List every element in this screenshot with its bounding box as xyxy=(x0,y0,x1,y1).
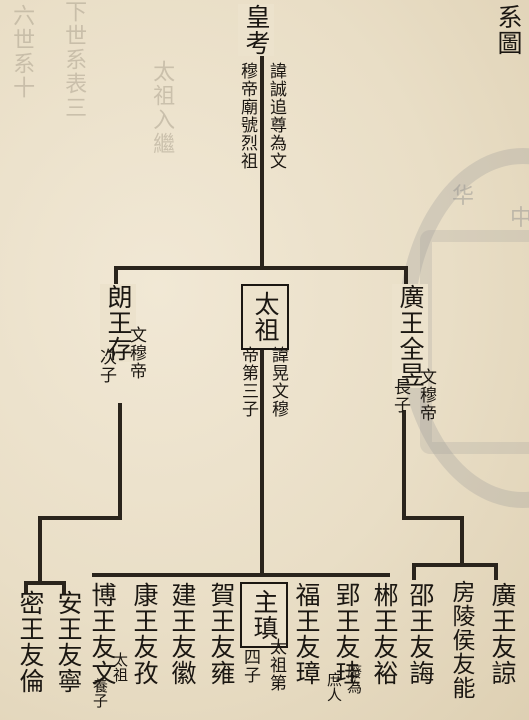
gen3-center-person: 康王友孜 xyxy=(130,582,159,686)
root-name: 皇考 xyxy=(238,4,274,56)
root-note-2: 穆帝廟號烈祖 xyxy=(237,62,257,170)
bleed-through-text: 太祖入繼 xyxy=(149,60,175,156)
chart-title: 系圖 xyxy=(494,4,523,56)
gen3-center-note: 廢為 xyxy=(345,664,363,694)
gen3-right-person: 廣王友諒 xyxy=(488,582,517,686)
gen2-center-note-1: 諱晃文穆 xyxy=(268,346,288,418)
gen3-center-note: 養子 xyxy=(91,678,109,708)
gen3-center-note: 四子 xyxy=(240,648,260,684)
gen3-center-person: 賀王友雍 xyxy=(207,582,236,686)
gen2-right-order: 長子 xyxy=(390,378,410,414)
gen3-center-person: 福王友璋 xyxy=(292,582,321,686)
bleed-through-text: 六世系十 xyxy=(9,4,35,100)
gen3-center-person: 博王友文 xyxy=(88,582,117,686)
gen3-center-person: 主瑱 xyxy=(240,582,288,648)
gen2-left-order: 次子 xyxy=(96,348,116,384)
gen2-right-name: 廣王全昱 xyxy=(392,284,428,388)
gen2-center-name: 太祖 xyxy=(241,284,289,350)
gen3-center-note: 太祖第 xyxy=(266,638,286,692)
root-note-1: 諱誠追尊為文 xyxy=(266,62,286,170)
gen3-left-person: 安王友寧 xyxy=(54,590,83,694)
gen2-right-title: 文穆帝 xyxy=(416,368,436,422)
gen3-center-person: 郴王友裕 xyxy=(370,582,399,686)
gen3-center-note: 太祖 xyxy=(111,652,129,682)
gen2-center-note-2: 帝第三子 xyxy=(238,346,258,418)
gen2-left-title: 文穆帝 xyxy=(126,326,146,380)
gen3-left-person: 密王友倫 xyxy=(16,590,45,694)
left-branch xyxy=(38,403,122,585)
bleed-through-text: 下世系表三 xyxy=(61,0,87,120)
gen3-center-person: 建王友徽 xyxy=(168,582,197,686)
seal-char: 中 xyxy=(510,206,529,231)
gen2-left-name: 朗王存 xyxy=(100,284,136,362)
gen3-right-person: 房陵侯友能 xyxy=(448,580,474,700)
gen3-center-person: 郢王友珪 xyxy=(332,582,361,686)
right-branch xyxy=(402,410,464,567)
gen3-right-person: 邵王友誨 xyxy=(406,582,435,686)
seal-char: 华 xyxy=(452,184,475,209)
gen3-center-note: 庶人 xyxy=(325,672,343,702)
